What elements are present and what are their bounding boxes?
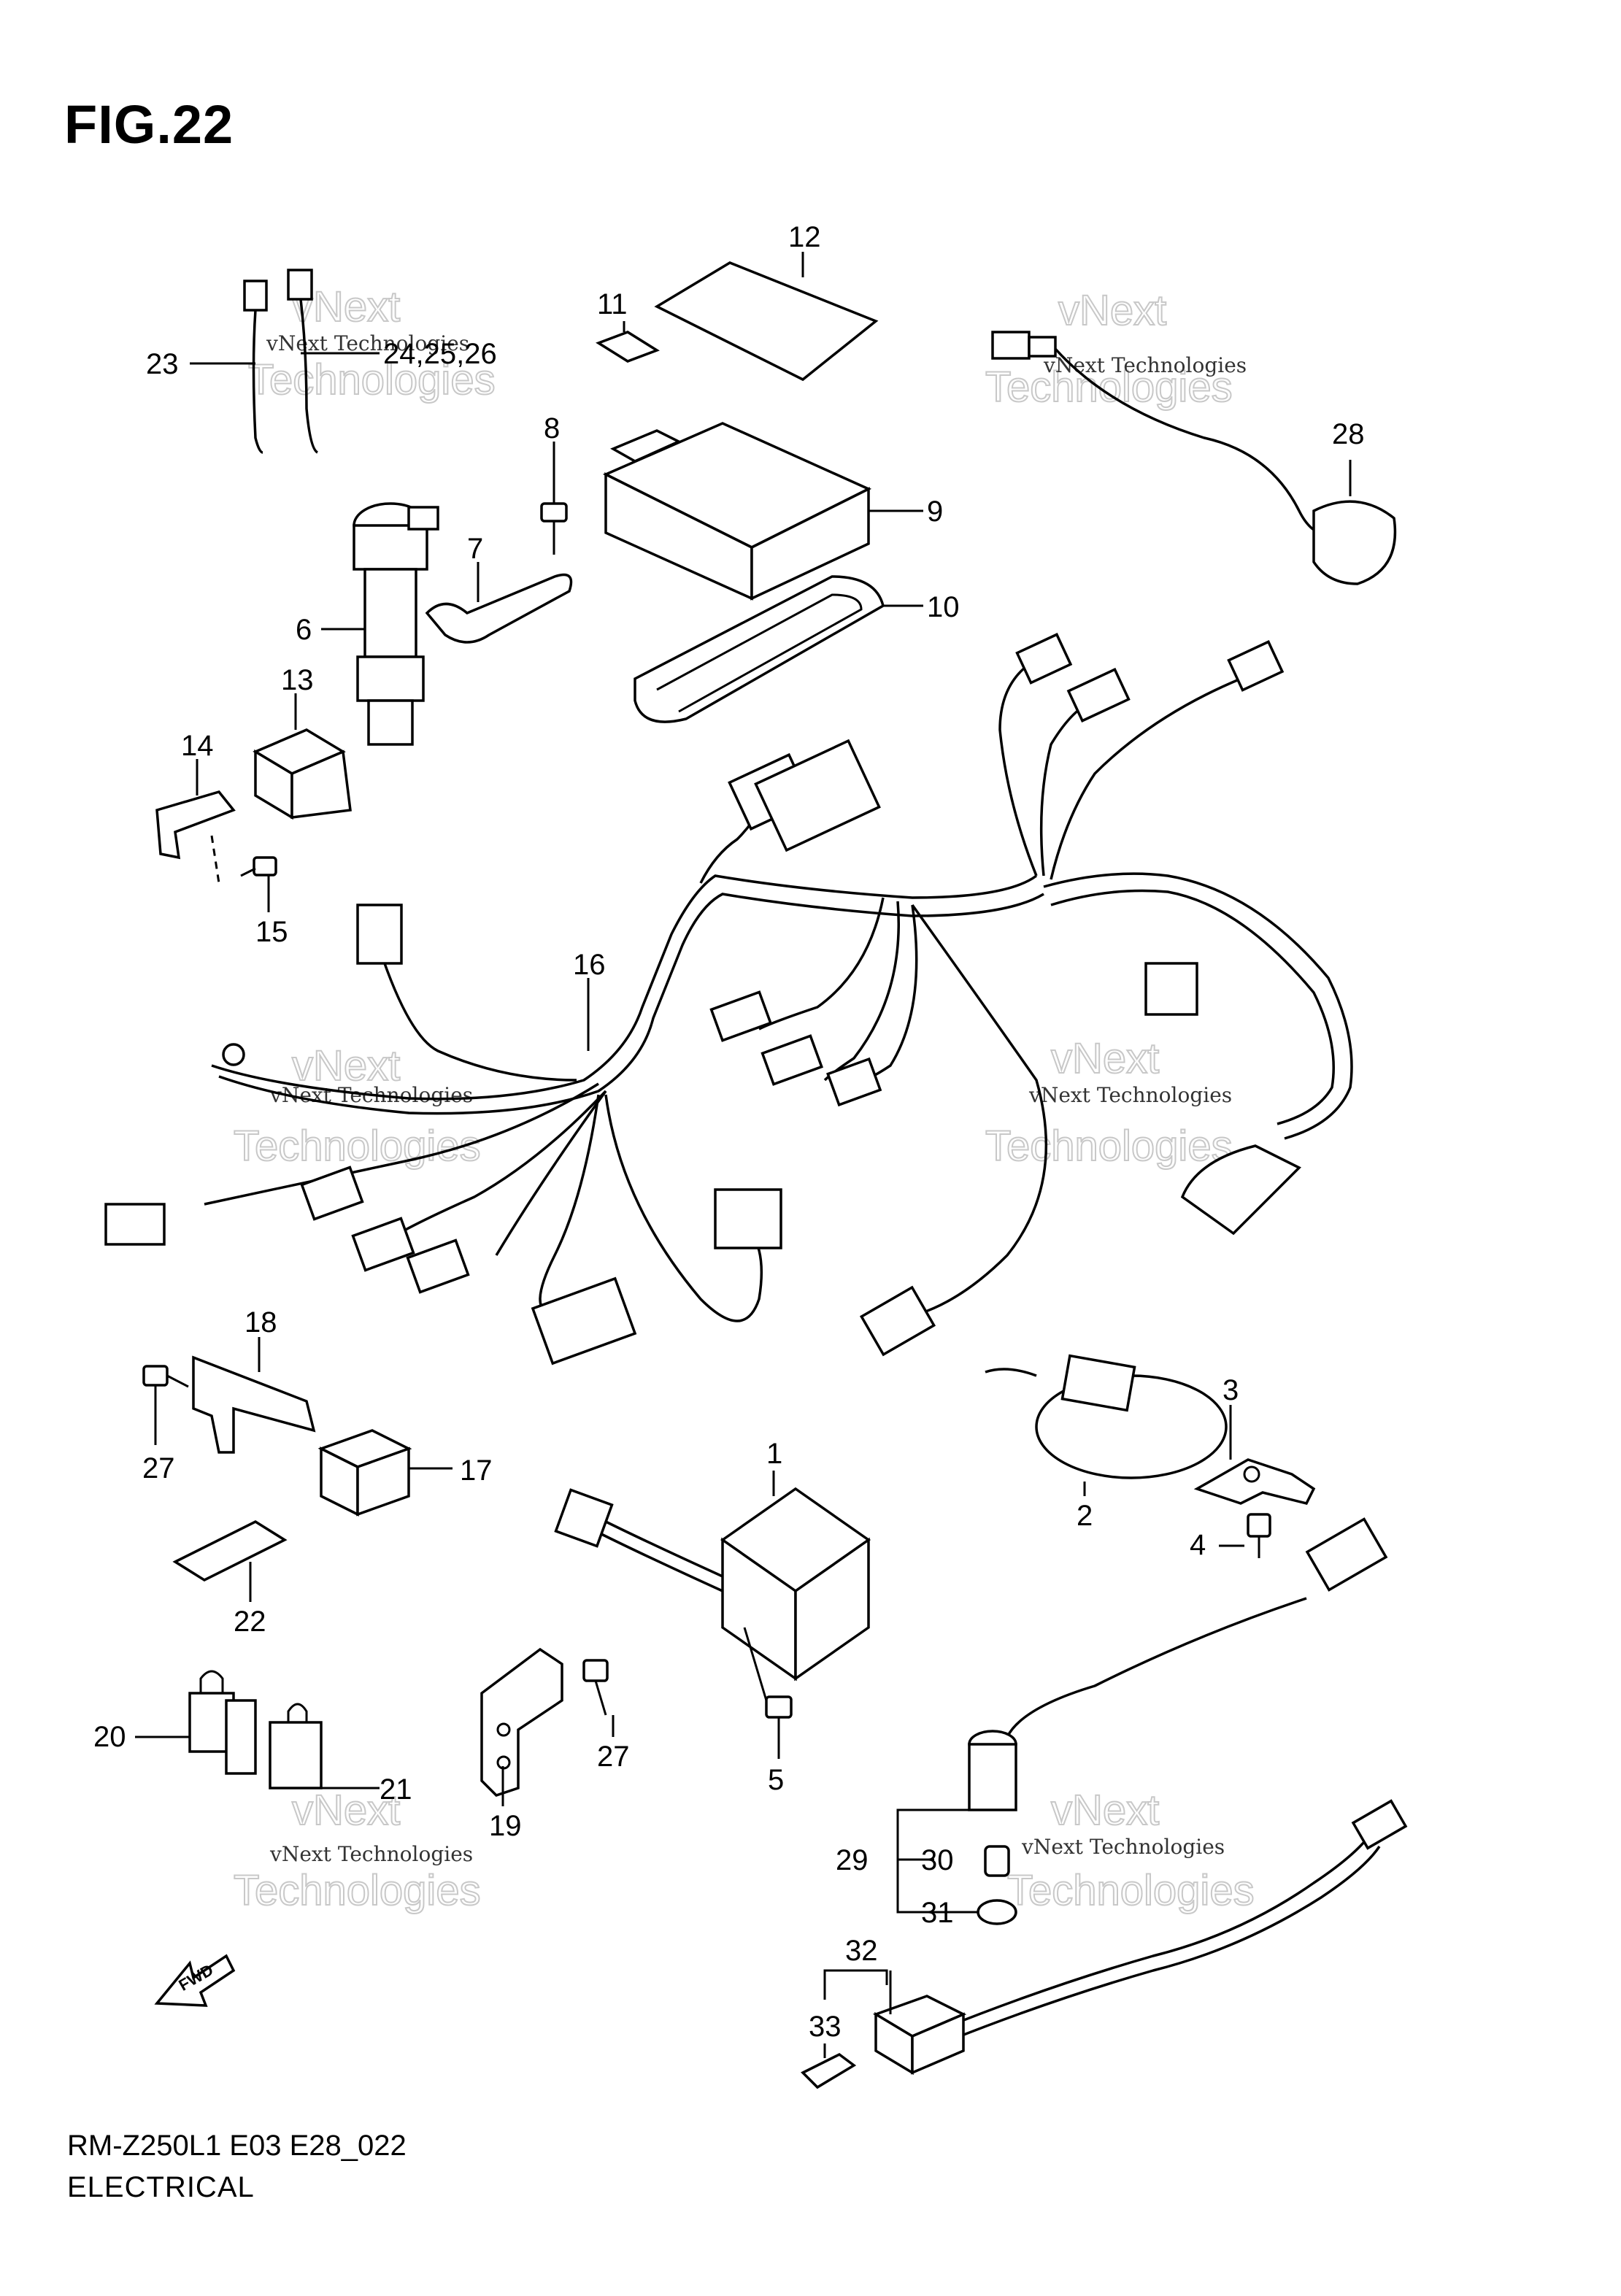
part-5-bolt bbox=[743, 1627, 793, 1759]
callout-23: 23 bbox=[146, 348, 179, 380]
callout-28: 28 bbox=[1332, 418, 1365, 450]
callout-16: 16 bbox=[573, 949, 606, 981]
callout-14: 14 bbox=[181, 730, 214, 762]
callout-18: 18 bbox=[245, 1306, 277, 1338]
callout-13: 13 bbox=[281, 664, 314, 696]
part-6-ignition-coil bbox=[321, 502, 439, 746]
callout-19: 19 bbox=[489, 1810, 522, 1842]
callout-30: 30 bbox=[921, 1844, 954, 1876]
callout-32: 32 bbox=[845, 1935, 878, 1967]
callout-21: 21 bbox=[380, 1773, 412, 1806]
callout-6: 6 bbox=[296, 614, 312, 646]
watermark-big-10: Technologies bbox=[234, 1867, 481, 1914]
part-27-bolt-upper bbox=[142, 1365, 189, 1445]
callout-33: 33 bbox=[809, 2011, 842, 2043]
callout-11: 11 bbox=[597, 288, 628, 320]
watermark-group-6: vNext Technologies vNext Technologies bbox=[1006, 1786, 1255, 1915]
figure-title: FIG.22 bbox=[64, 94, 234, 155]
callout-labels: 12 11 8 9 10 7 6 13 14 15 23 24,25,26 28… bbox=[93, 221, 1365, 2043]
part-11-label bbox=[596, 321, 660, 363]
callout-2: 2 bbox=[1077, 1500, 1093, 1532]
fwd-direction-arrow: FWD bbox=[154, 1954, 236, 2007]
part-32-sub-harness bbox=[823, 1799, 1408, 2076]
watermark-big-12: Technologies bbox=[1007, 1867, 1255, 1914]
part-31-seal bbox=[977, 1899, 1017, 1925]
watermark-big-6: Technologies bbox=[234, 1122, 481, 1170]
watermark-small-5: vNext Technologies bbox=[269, 1842, 473, 1866]
callout-8: 8 bbox=[544, 412, 560, 444]
part-1-regulator bbox=[554, 1471, 871, 1681]
watermark-group-2: vNext Technologies vNext Technologies bbox=[985, 286, 1247, 412]
callout-4: 4 bbox=[1190, 1529, 1206, 1561]
part-12-label bbox=[654, 252, 879, 382]
callout-15: 15 bbox=[255, 916, 288, 948]
part-23-cable-tie bbox=[190, 280, 268, 454]
watermark-big-9: vNext bbox=[292, 1787, 400, 1834]
watermark-small-2: vNext Technologies bbox=[1043, 353, 1247, 377]
part-21-connector bbox=[269, 1703, 380, 1790]
watermark-small-1: vNext Technologies bbox=[266, 331, 469, 355]
callout-31: 31 bbox=[921, 1897, 954, 1929]
callout-9: 9 bbox=[927, 496, 943, 528]
part-16-wiring-harness bbox=[104, 633, 1353, 1365]
callout-7: 7 bbox=[467, 533, 483, 565]
part-14-clip bbox=[155, 759, 236, 884]
callout-20: 20 bbox=[93, 1721, 126, 1753]
callout-3: 3 bbox=[1223, 1374, 1239, 1406]
part-4-bolt bbox=[1219, 1513, 1271, 1558]
part-3-bracket bbox=[1193, 1405, 1316, 1506]
part-7-bracket bbox=[425, 562, 573, 644]
callout-27-upper: 27 bbox=[142, 1452, 175, 1484]
part-24-26-cable-tie bbox=[287, 269, 380, 454]
part-9-ecm bbox=[602, 422, 923, 601]
part-17-relay bbox=[317, 1429, 453, 1517]
callout-17: 17 bbox=[460, 1455, 493, 1487]
watermark-group-1: vNext Technologies vNext Technologies bbox=[247, 282, 496, 404]
part-20-connector bbox=[135, 1670, 257, 1775]
watermark-group-3: vNext Technologies vNext Technologies bbox=[233, 1041, 482, 1171]
watermark-small-6: vNext Technologies bbox=[1021, 1835, 1225, 1859]
watermark-big-8: Technologies bbox=[985, 1122, 1233, 1170]
callout-29: 29 bbox=[836, 1844, 869, 1876]
part-30-terminal bbox=[984, 1845, 1010, 1877]
callout-12: 12 bbox=[788, 221, 821, 253]
part-33-fuse bbox=[801, 2043, 857, 2089]
part-18-plate bbox=[192, 1337, 316, 1454]
watermark-big-3: vNext bbox=[1058, 287, 1166, 334]
watermark-big-4: Technologies bbox=[985, 363, 1233, 411]
part-8-bolt bbox=[540, 442, 568, 555]
section-title: ELECTRICAL bbox=[67, 2171, 255, 2203]
part-22-label bbox=[172, 1519, 288, 1602]
callout-27-lower: 27 bbox=[597, 1741, 630, 1773]
watermark-big-7: vNext bbox=[1051, 1035, 1159, 1082]
part-10-strap bbox=[634, 575, 923, 723]
callout-24-26: 24,25,26 bbox=[383, 338, 497, 370]
callout-22: 22 bbox=[234, 1606, 266, 1638]
watermark-big-11: vNext bbox=[1051, 1787, 1159, 1834]
part-28-sensor bbox=[991, 331, 1397, 585]
watermark-small-4: vNext Technologies bbox=[1028, 1083, 1232, 1107]
watermark-big-5: vNext bbox=[292, 1042, 400, 1090]
part-13-relay bbox=[253, 693, 352, 820]
part-19-bracket bbox=[480, 1647, 563, 1806]
model-code: RM-Z250L1 E03 E28_022 bbox=[67, 2130, 407, 2162]
part-2-capacitor bbox=[985, 1354, 1228, 1496]
watermark-group-4: vNext Technologies vNext Technologies bbox=[985, 1034, 1233, 1171]
watermark-group-5: vNext Technologies vNext Technologies bbox=[233, 1786, 482, 1915]
part-27-bolt-lower bbox=[582, 1659, 615, 1737]
callout-1: 1 bbox=[766, 1438, 782, 1470]
callout-5: 5 bbox=[768, 1764, 784, 1796]
part-29-plug-cap bbox=[896, 1517, 1388, 1914]
watermark-big-2: Technologies bbox=[248, 356, 496, 404]
part-15-bolt bbox=[240, 856, 277, 912]
callout-10: 10 bbox=[927, 591, 960, 623]
